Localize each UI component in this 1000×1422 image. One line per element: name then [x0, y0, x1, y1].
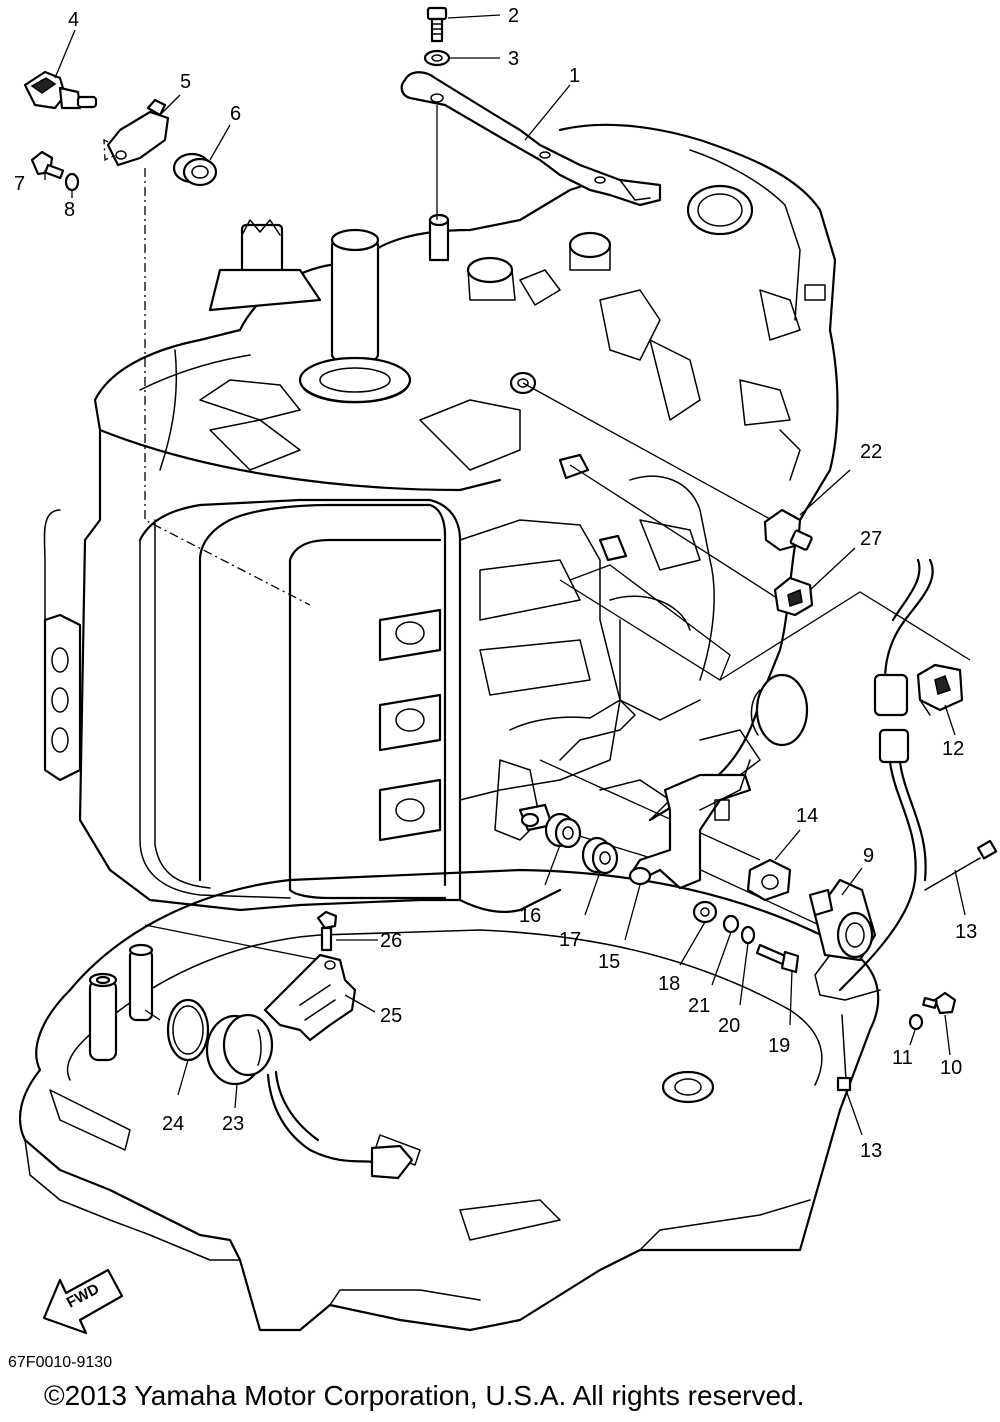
- callout-24: 24: [162, 1113, 184, 1135]
- callout-27: 27: [860, 528, 882, 550]
- copyright-notice: ©2013 Yamaha Motor Corporation, U.S.A. A…: [44, 1380, 805, 1411]
- bottom-cowling: [18, 868, 880, 1332]
- part-8-washer: [64, 172, 80, 192]
- part-21-washer: [722, 914, 740, 934]
- fwd-arrow: FWD: [42, 1268, 124, 1335]
- part-1-bracket: [400, 71, 662, 207]
- callout-15: 15: [598, 951, 620, 973]
- part-26-bolt: [316, 910, 338, 952]
- callout-11: 11: [892, 1047, 913, 1069]
- callout-5: 5: [180, 71, 191, 93]
- part-23-cable: [205, 1013, 414, 1180]
- callout-23: 23: [222, 1113, 244, 1135]
- part-22-switch: [763, 508, 813, 552]
- part-13-cable-tie-upper: [924, 839, 998, 891]
- callout-9: 9: [863, 845, 874, 867]
- callout-22: 22: [860, 441, 882, 463]
- part-16-collar: [544, 812, 582, 849]
- part-10-bolt: [922, 991, 957, 1015]
- callout-4: 4: [68, 9, 79, 31]
- callout-25: 25: [380, 1005, 402, 1027]
- callout-6: 6: [230, 103, 241, 125]
- part-13-cable-tie-lower: [836, 1014, 852, 1092]
- part-15-bracket: [628, 759, 752, 890]
- part-20-washer: [740, 925, 756, 945]
- part-6-grommet: [172, 152, 218, 187]
- part-11-washer: [908, 1013, 924, 1031]
- part-19-screw: [755, 943, 800, 974]
- part-9-sensor: [808, 878, 881, 1001]
- wire-harness: [838, 558, 934, 992]
- part-24-o-ring: [166, 998, 210, 1062]
- callout-18: 18: [658, 973, 680, 995]
- callout-2: 2: [508, 5, 519, 27]
- part-18-washer: [692, 900, 718, 924]
- part-14-clamp: [746, 858, 792, 902]
- callout-13-upper: 13: [955, 921, 977, 943]
- callout-leaders: [44, 14, 966, 1136]
- callout-14: 14: [796, 805, 818, 827]
- diagram-code: 67F0010-9130: [8, 1354, 113, 1371]
- callout-7: 7: [14, 173, 25, 195]
- callout-8: 8: [64, 199, 75, 221]
- callout-10: 10: [940, 1057, 962, 1079]
- intake-ports: [378, 608, 442, 842]
- callout-12: 12: [942, 738, 964, 760]
- callout-21: 21: [688, 995, 710, 1017]
- part-25-holder: [263, 953, 357, 1042]
- callout-19: 19: [768, 1035, 790, 1057]
- callout-26: 26: [380, 930, 402, 952]
- callout-17: 17: [559, 929, 581, 951]
- part-3-washer: [423, 49, 451, 67]
- callout-13-lower: 13: [860, 1140, 882, 1162]
- callout-3: 3: [508, 48, 519, 70]
- part-4-sensor: [23, 70, 98, 110]
- part-17-grommet: [581, 836, 619, 875]
- callout-20: 20: [718, 1015, 740, 1037]
- callout-16: 16: [519, 905, 541, 927]
- part-5-clamp: [106, 98, 170, 167]
- callout-1: 1: [569, 65, 580, 87]
- part-2-bolt: [426, 6, 448, 43]
- part-7-bolt: [30, 150, 65, 180]
- part-12-clip: [916, 663, 964, 716]
- engine-block: [43, 123, 839, 914]
- part-27-holder: [773, 576, 814, 617]
- callout-numbers: 1 2 3 4 5 6 7 8 9 10 11 12 13 13 14 15 1…: [14, 5, 977, 1162]
